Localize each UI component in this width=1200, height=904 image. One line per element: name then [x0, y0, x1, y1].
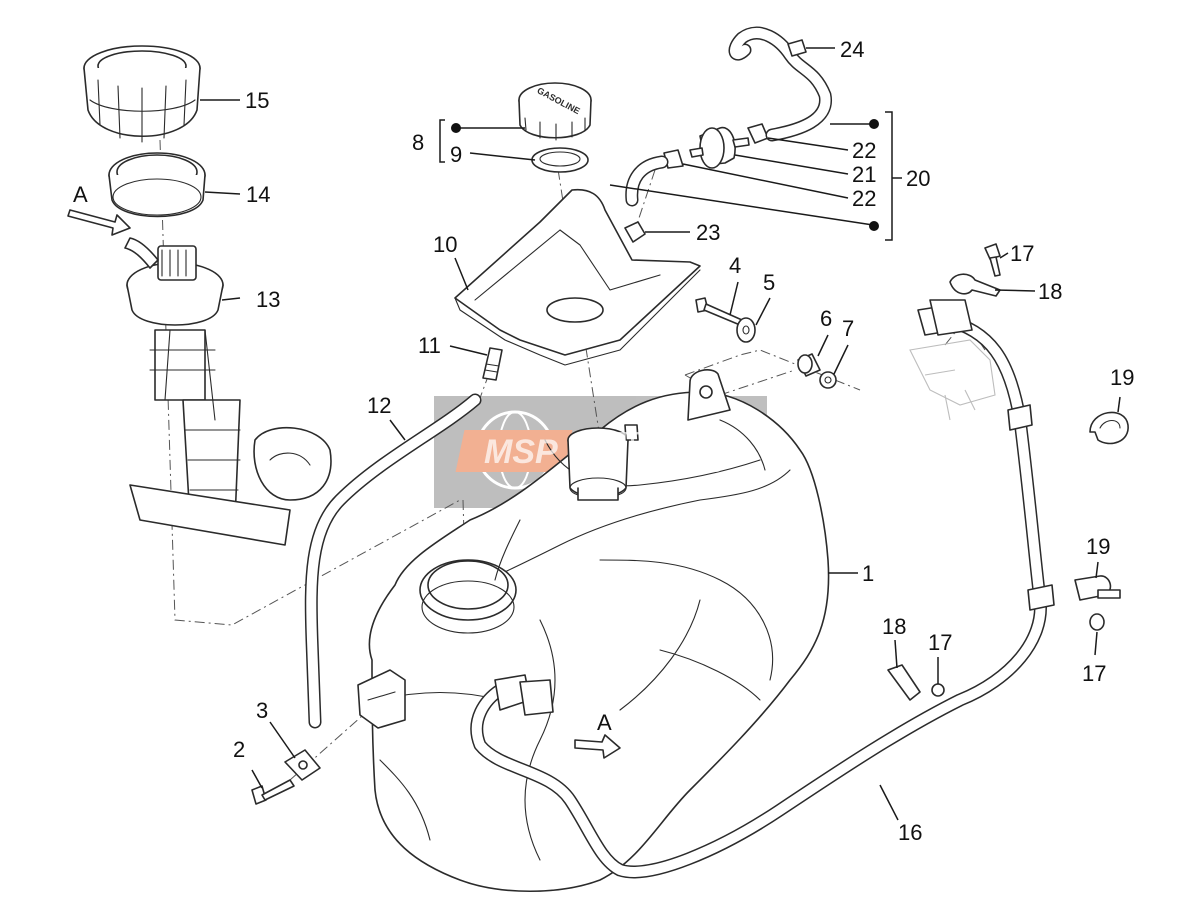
fuel-tank [357, 369, 830, 892]
callout-15: 15 [245, 88, 269, 113]
callout-18-top: 18 [1038, 279, 1062, 304]
cap-seal [531, 147, 589, 173]
vent-elbow [625, 155, 669, 207]
lock-ring [83, 45, 201, 143]
callout-16: 16 [898, 820, 922, 845]
callout-14: 14 [246, 182, 270, 207]
vent-hose-upper [728, 26, 832, 142]
callout-22-top: 22 [852, 138, 876, 163]
clamp-19-bottom [1074, 575, 1121, 601]
callout-18-mid: 18 [882, 614, 906, 639]
bracket-18-mid [887, 664, 921, 701]
bush-6 [797, 353, 821, 377]
callout-3: 3 [256, 698, 268, 723]
view-arrow-tank [574, 734, 621, 759]
leader-dots [451, 119, 879, 231]
vent-hose [470, 299, 1055, 879]
fitting-11 [482, 347, 503, 381]
callout-17-right: 17 [1082, 661, 1106, 686]
washer-5 [736, 317, 756, 343]
callout-9: 9 [450, 142, 462, 167]
callout-23: 23 [696, 220, 720, 245]
view-marker-top-label: A [73, 182, 88, 207]
watermark-text: MSP MOTORCYCLE SPARE PARTS [484, 429, 728, 476]
watermark-logo: MSP [484, 433, 558, 471]
callout-24: 24 [840, 37, 864, 62]
screw-17-right [1089, 613, 1105, 631]
callout-labels: 1 2 3 4 5 6 7 8 9 10 11 12 13 14 15 16 1… [73, 37, 1134, 845]
watermark-line2: SPARE PARTS [590, 459, 723, 476]
callout-19-top: 19 [1110, 365, 1134, 390]
clip-3 [284, 749, 321, 781]
clip-22-top [747, 123, 769, 144]
callout-6: 6 [820, 306, 832, 331]
clip-23 [624, 221, 646, 243]
pump-ring [108, 152, 206, 218]
callout-7: 7 [842, 316, 854, 341]
callout-4: 4 [729, 253, 741, 278]
screw-17-mid [931, 683, 945, 697]
fuel-pump [124, 237, 332, 546]
leader-lines [200, 47, 1121, 821]
filler-cap: GASOLINE [518, 82, 592, 141]
vent-valve-21 [689, 126, 750, 169]
bolt-4 [695, 297, 743, 326]
view-marker-tank-label: A [597, 710, 612, 735]
callout-13: 13 [256, 287, 280, 312]
callout-1: 1 [862, 561, 874, 586]
watermark-line1: MOTORCYCLE [586, 429, 728, 451]
callout-17-top: 17 [1010, 241, 1034, 266]
filler-tray [454, 188, 701, 366]
bolt-2 [251, 779, 295, 805]
callout-8: 8 [412, 130, 424, 155]
callout-10: 10 [433, 232, 457, 257]
callout-12: 12 [367, 393, 391, 418]
rubber-7 [819, 371, 837, 389]
callout-21: 21 [852, 162, 876, 187]
bracket-18-top [949, 273, 1001, 297]
screw-17-top [984, 243, 1001, 277]
callout-11: 11 [418, 333, 441, 358]
callout-20: 20 [906, 166, 930, 191]
view-arrow-top [67, 209, 131, 236]
callout-17-mid: 17 [928, 630, 952, 655]
callout-5: 5 [763, 270, 775, 295]
callout-22-bottom: 22 [852, 186, 876, 211]
clamp-19-top [1089, 411, 1129, 445]
callout-2: 2 [233, 737, 245, 762]
clip-24 [787, 39, 807, 57]
callout-19-bottom: 19 [1086, 534, 1110, 559]
drain-hose [304, 393, 482, 729]
